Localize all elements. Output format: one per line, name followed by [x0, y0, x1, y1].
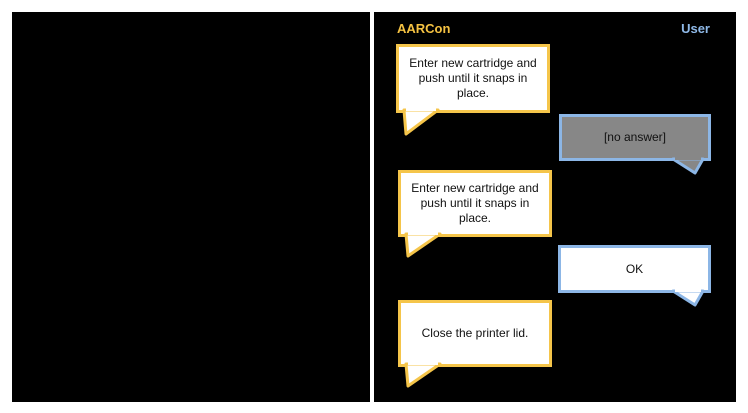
message-text: Enter new cartridge and push until it sn… — [411, 181, 539, 225]
user-bubble-tail — [671, 289, 705, 307]
message-text: Close the printer lid. — [421, 326, 529, 340]
machine-message-bubble: Enter new cartridge and push until it sn… — [398, 170, 552, 237]
left-panel — [12, 12, 370, 402]
user-message-bubble: OK — [558, 245, 711, 293]
speaker-label-user: User — [681, 21, 710, 36]
machine-bubble-tail — [404, 232, 442, 258]
chat-panel: AARCon User Enter new cartridge and push… — [374, 12, 736, 402]
user-bubble-tail — [671, 157, 705, 175]
machine-message-bubble: Close the printer lid. — [398, 300, 552, 367]
machine-bubble-tail — [402, 108, 440, 136]
user-message-bubble: [no answer] — [559, 114, 711, 161]
speaker-label-aarcon: AARCon — [397, 21, 451, 36]
message-text: [no answer] — [603, 130, 667, 144]
message-text: Enter new cartridge and push until it sn… — [409, 56, 537, 100]
message-text: OK — [625, 261, 644, 276]
machine-bubble-tail — [404, 362, 442, 388]
machine-message-bubble: Enter new cartridge and push until it sn… — [396, 44, 550, 113]
